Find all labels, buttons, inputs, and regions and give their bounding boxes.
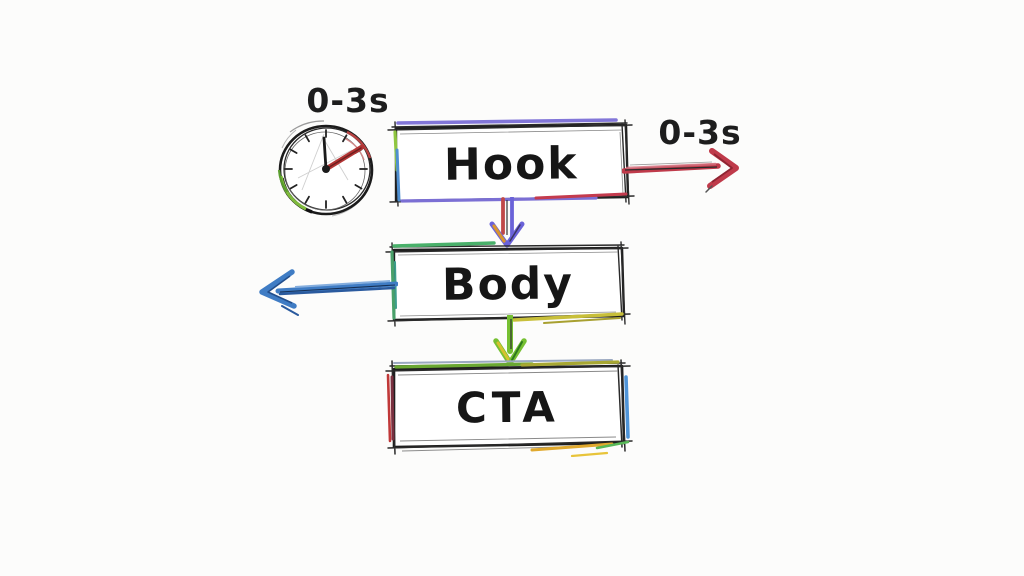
clock-center-dot bbox=[322, 165, 330, 173]
cta-accent-top-green bbox=[394, 362, 534, 369]
hook-box-frame bbox=[387, 118, 635, 207]
cta-box-frame bbox=[385, 359, 633, 457]
body-accent-top-green bbox=[392, 241, 496, 248]
step-box-cta: CTA bbox=[382, 357, 634, 457]
cta-accent-left-red bbox=[386, 373, 392, 443]
hook-label: Hook bbox=[443, 137, 579, 191]
clock-icon bbox=[277, 120, 374, 217]
hook-accent-bottom-purple bbox=[400, 196, 598, 203]
clock-duration-label: 0-3s bbox=[306, 81, 390, 120]
hook-accent-top-purple bbox=[396, 118, 618, 125]
body-accent-bottom-yellow bbox=[512, 312, 624, 322]
cta-label: CTA bbox=[455, 381, 561, 433]
cta-accent-bottom-green bbox=[595, 440, 630, 450]
cta-accent-top-olive bbox=[520, 360, 620, 367]
clock-minute-hand bbox=[322, 136, 328, 171]
arrow-left-icon bbox=[259, 269, 398, 316]
cta-accent-bottom-yellow bbox=[530, 442, 614, 452]
arrow-down-icon-1 bbox=[489, 197, 525, 248]
body-label: Body bbox=[441, 257, 575, 311]
step-box-hook: Hook bbox=[386, 118, 636, 210]
arrow-right-icon bbox=[622, 148, 739, 193]
hook-accent-bottom-red bbox=[534, 192, 628, 200]
arrow-duration-label: 0-3s bbox=[658, 113, 742, 152]
cta-accent-right-blue bbox=[624, 375, 630, 439]
hook-accent-left-blue bbox=[395, 148, 401, 202]
clock-red-accent bbox=[346, 130, 372, 159]
